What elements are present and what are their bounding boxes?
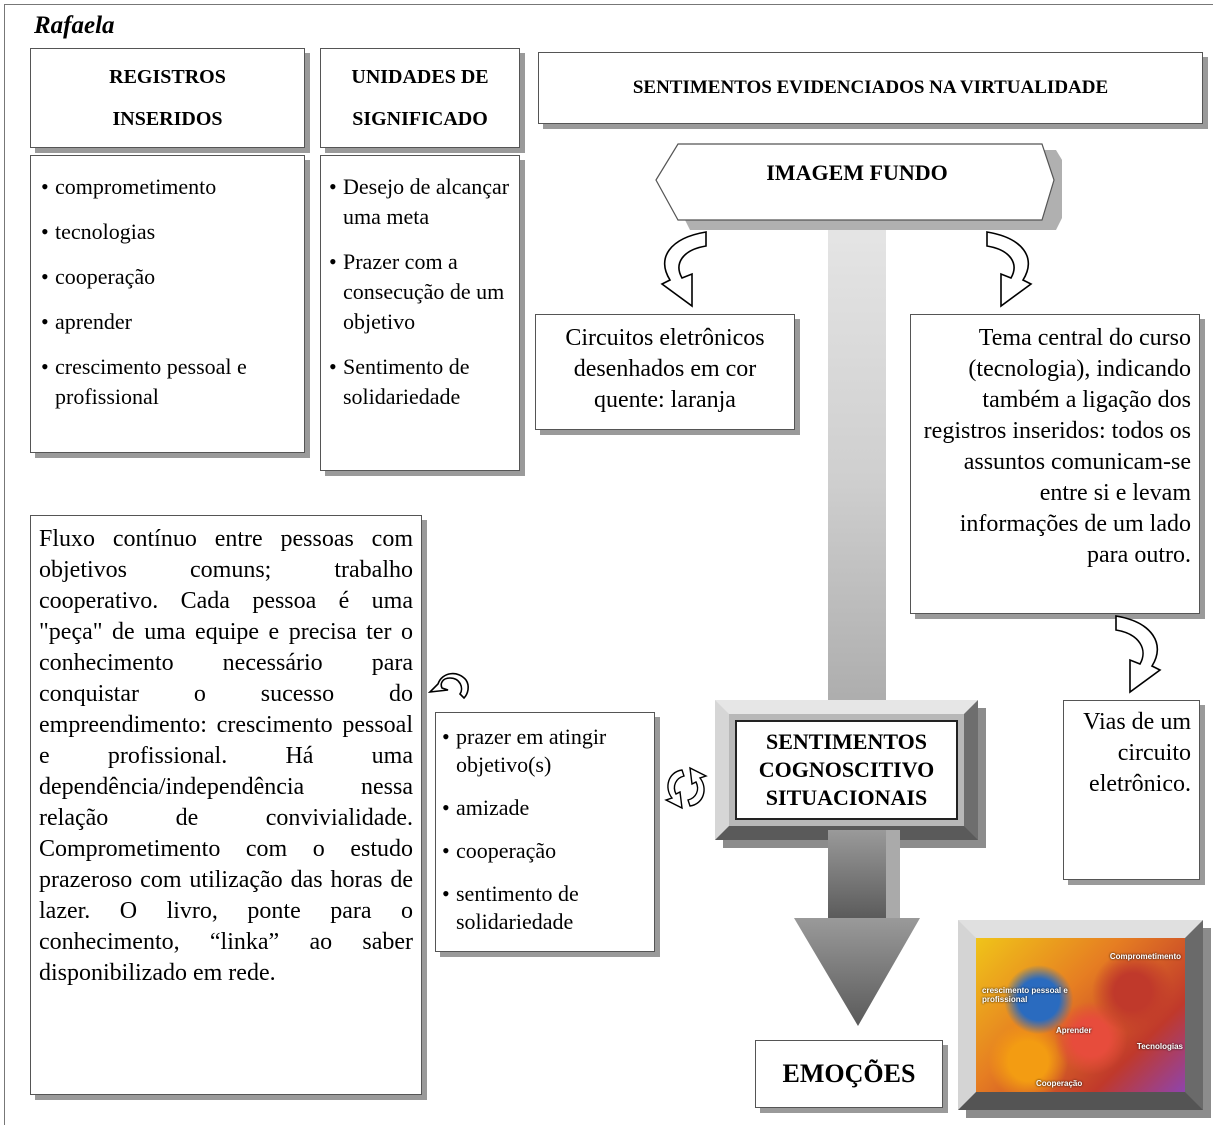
unidades-item: Desejo de alcançar uma meta <box>329 172 511 232</box>
sentimento-item: sentimento de solidariedade <box>442 880 648 936</box>
emocoes-label: EMOÇÕES <box>782 1059 916 1088</box>
unidades-list: Desejo de alcançar uma meta Prazer com a… <box>329 172 511 412</box>
photo-frame: Comprometimento crescimento pessoal e pr… <box>958 920 1203 1110</box>
registros-item: aprender <box>41 307 294 337</box>
photo-label-tecnologias: Tecnologias <box>1136 1042 1183 1051</box>
center-box-label: SENTIMENTOS COGNOSCITIVO SITUACIONAIS <box>735 720 958 820</box>
photo-label-cooperacao: Cooperação <box>1036 1079 1083 1088</box>
registros-header-box: REGISTROS INSERIDOS <box>30 48 305 148</box>
photo-label-comprometimento: Comprometimento <box>1109 952 1181 961</box>
unidades-list-box: Desejo de alcançar uma meta Prazer com a… <box>320 155 520 471</box>
sentimento-item: amizade <box>442 794 648 822</box>
sentimento-item: prazer em atingir objetivo(s) <box>442 723 648 779</box>
sentimentos-evidenciados-box: SENTIMENTOS EVIDENCIADOS NA VIRTUALIDADE <box>538 52 1203 124</box>
unidades-item: Prazer com a consecução de um objetivo <box>329 247 511 337</box>
unidades-item: Sentimento de solidariedade <box>329 352 511 412</box>
registros-list-box: comprometimento tecnologias cooperação a… <box>30 155 305 453</box>
sentimento-item: cooperação <box>442 837 648 865</box>
double-curl-arrow-icon <box>664 766 708 810</box>
vias-box: Vias de um circuito eletrônico. <box>1063 700 1200 880</box>
down-arrow-icon <box>794 830 920 1026</box>
unidades-header: UNIDADES DE SIGNIFICADO <box>351 66 489 130</box>
curl-arrow-icon <box>427 672 469 700</box>
circuitos-text: Circuitos eletrônicos desenhados em cor … <box>565 325 765 413</box>
sentimentos-list: prazer em atingir objetivo(s) amizade co… <box>442 723 648 936</box>
registros-item: tecnologias <box>41 217 294 247</box>
imagem-fundo-shape <box>655 143 1062 230</box>
unidades-header-box: UNIDADES DE SIGNIFICADO <box>320 48 520 148</box>
registros-item: crescimento pessoal e profissional <box>41 352 294 412</box>
vias-text: Vias de um circuito eletrônico. <box>1083 709 1191 797</box>
photo-label-crescimento: crescimento pessoal e profissional <box>982 986 1068 1004</box>
registros-item: cooperação <box>41 262 294 292</box>
sentimentos-list-box: prazer em atingir objetivo(s) amizade co… <box>435 712 655 952</box>
registros-header: REGISTROS INSERIDOS <box>109 66 226 130</box>
emocoes-box: EMOÇÕES <box>755 1040 943 1108</box>
circuitos-box: Circuitos eletrônicos desenhados em cor … <box>535 314 795 430</box>
collage-image: Comprometimento crescimento pessoal e pr… <box>976 938 1185 1092</box>
tema-central-text: Tema central do curso (tecnologia), indi… <box>923 325 1191 568</box>
tema-central-box: Tema central do curso (tecnologia), indi… <box>910 314 1200 614</box>
fluxo-text: Fluxo contínuo entre pessoas com objetiv… <box>39 526 413 986</box>
center-bevel-box: SENTIMENTOS COGNOSCITIVO SITUACIONAIS <box>715 700 978 840</box>
registros-list: comprometimento tecnologias cooperação a… <box>41 172 294 412</box>
curved-arrow-left-icon <box>660 231 707 308</box>
diagram-title: Rafaela <box>34 12 115 39</box>
photo-label-aprender: Aprender <box>1056 1026 1092 1035</box>
curved-arrow-down-icon <box>1115 615 1162 694</box>
imagem-fundo-label: IMAGEM FUNDO <box>766 160 948 185</box>
registros-item: comprometimento <box>41 172 294 202</box>
sentimentos-evidenciados-header: SENTIMENTOS EVIDENCIADOS NA VIRTUALIDADE <box>632 77 1109 98</box>
fluxo-box: Fluxo contínuo entre pessoas com objetiv… <box>30 515 422 1095</box>
curved-arrow-right-icon <box>986 231 1033 308</box>
diagram-frame <box>4 4 1213 1125</box>
